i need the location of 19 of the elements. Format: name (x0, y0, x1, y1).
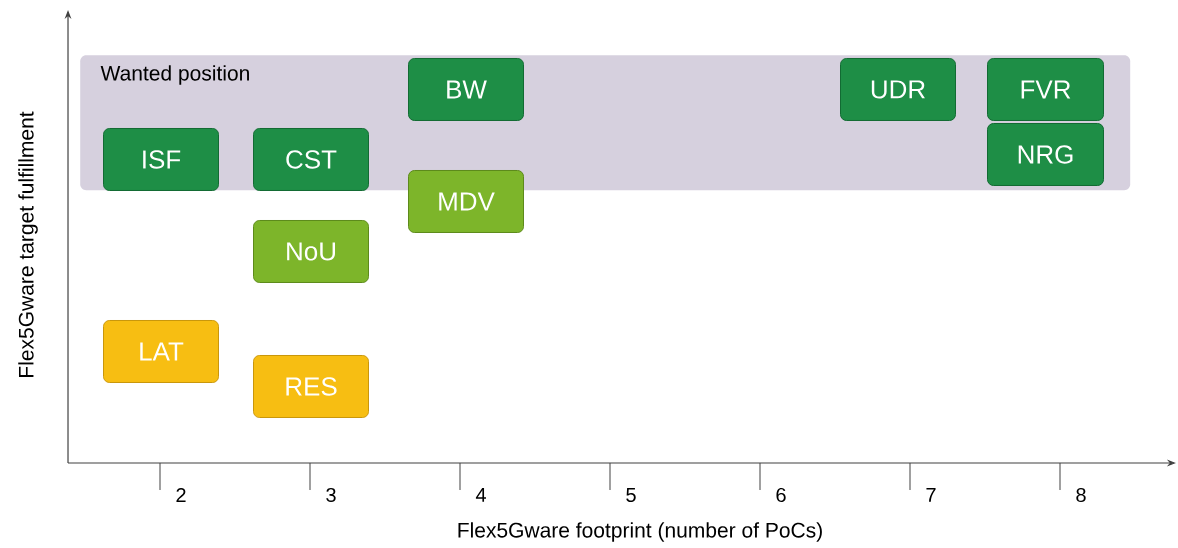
category-box: CST (253, 128, 369, 191)
category-box: BW (408, 58, 524, 121)
tick-label: 7 (926, 488, 936, 502)
axis-title: Flex5Gware target fulfillment (18, 111, 38, 377)
axis-title: Flex5Gware footprint (number of PoCs) (458, 522, 822, 542)
category-box: NoU (253, 220, 369, 283)
tick-label: 6 (776, 487, 786, 503)
category-box: LAT (103, 320, 219, 383)
tick-label: 2 (176, 488, 186, 502)
category-box: NRG (987, 123, 1104, 186)
tick-label: 8 (1076, 487, 1086, 503)
category-box: FVR (987, 58, 1104, 121)
category-box: RES (253, 355, 369, 418)
tick-label: 5 (626, 488, 636, 502)
tick-label: 4 (475, 488, 486, 502)
category-box: ISF (103, 128, 219, 191)
tick-label: 3 (326, 487, 336, 503)
category-box: UDR (840, 58, 956, 121)
category-box: MDV (408, 170, 524, 233)
